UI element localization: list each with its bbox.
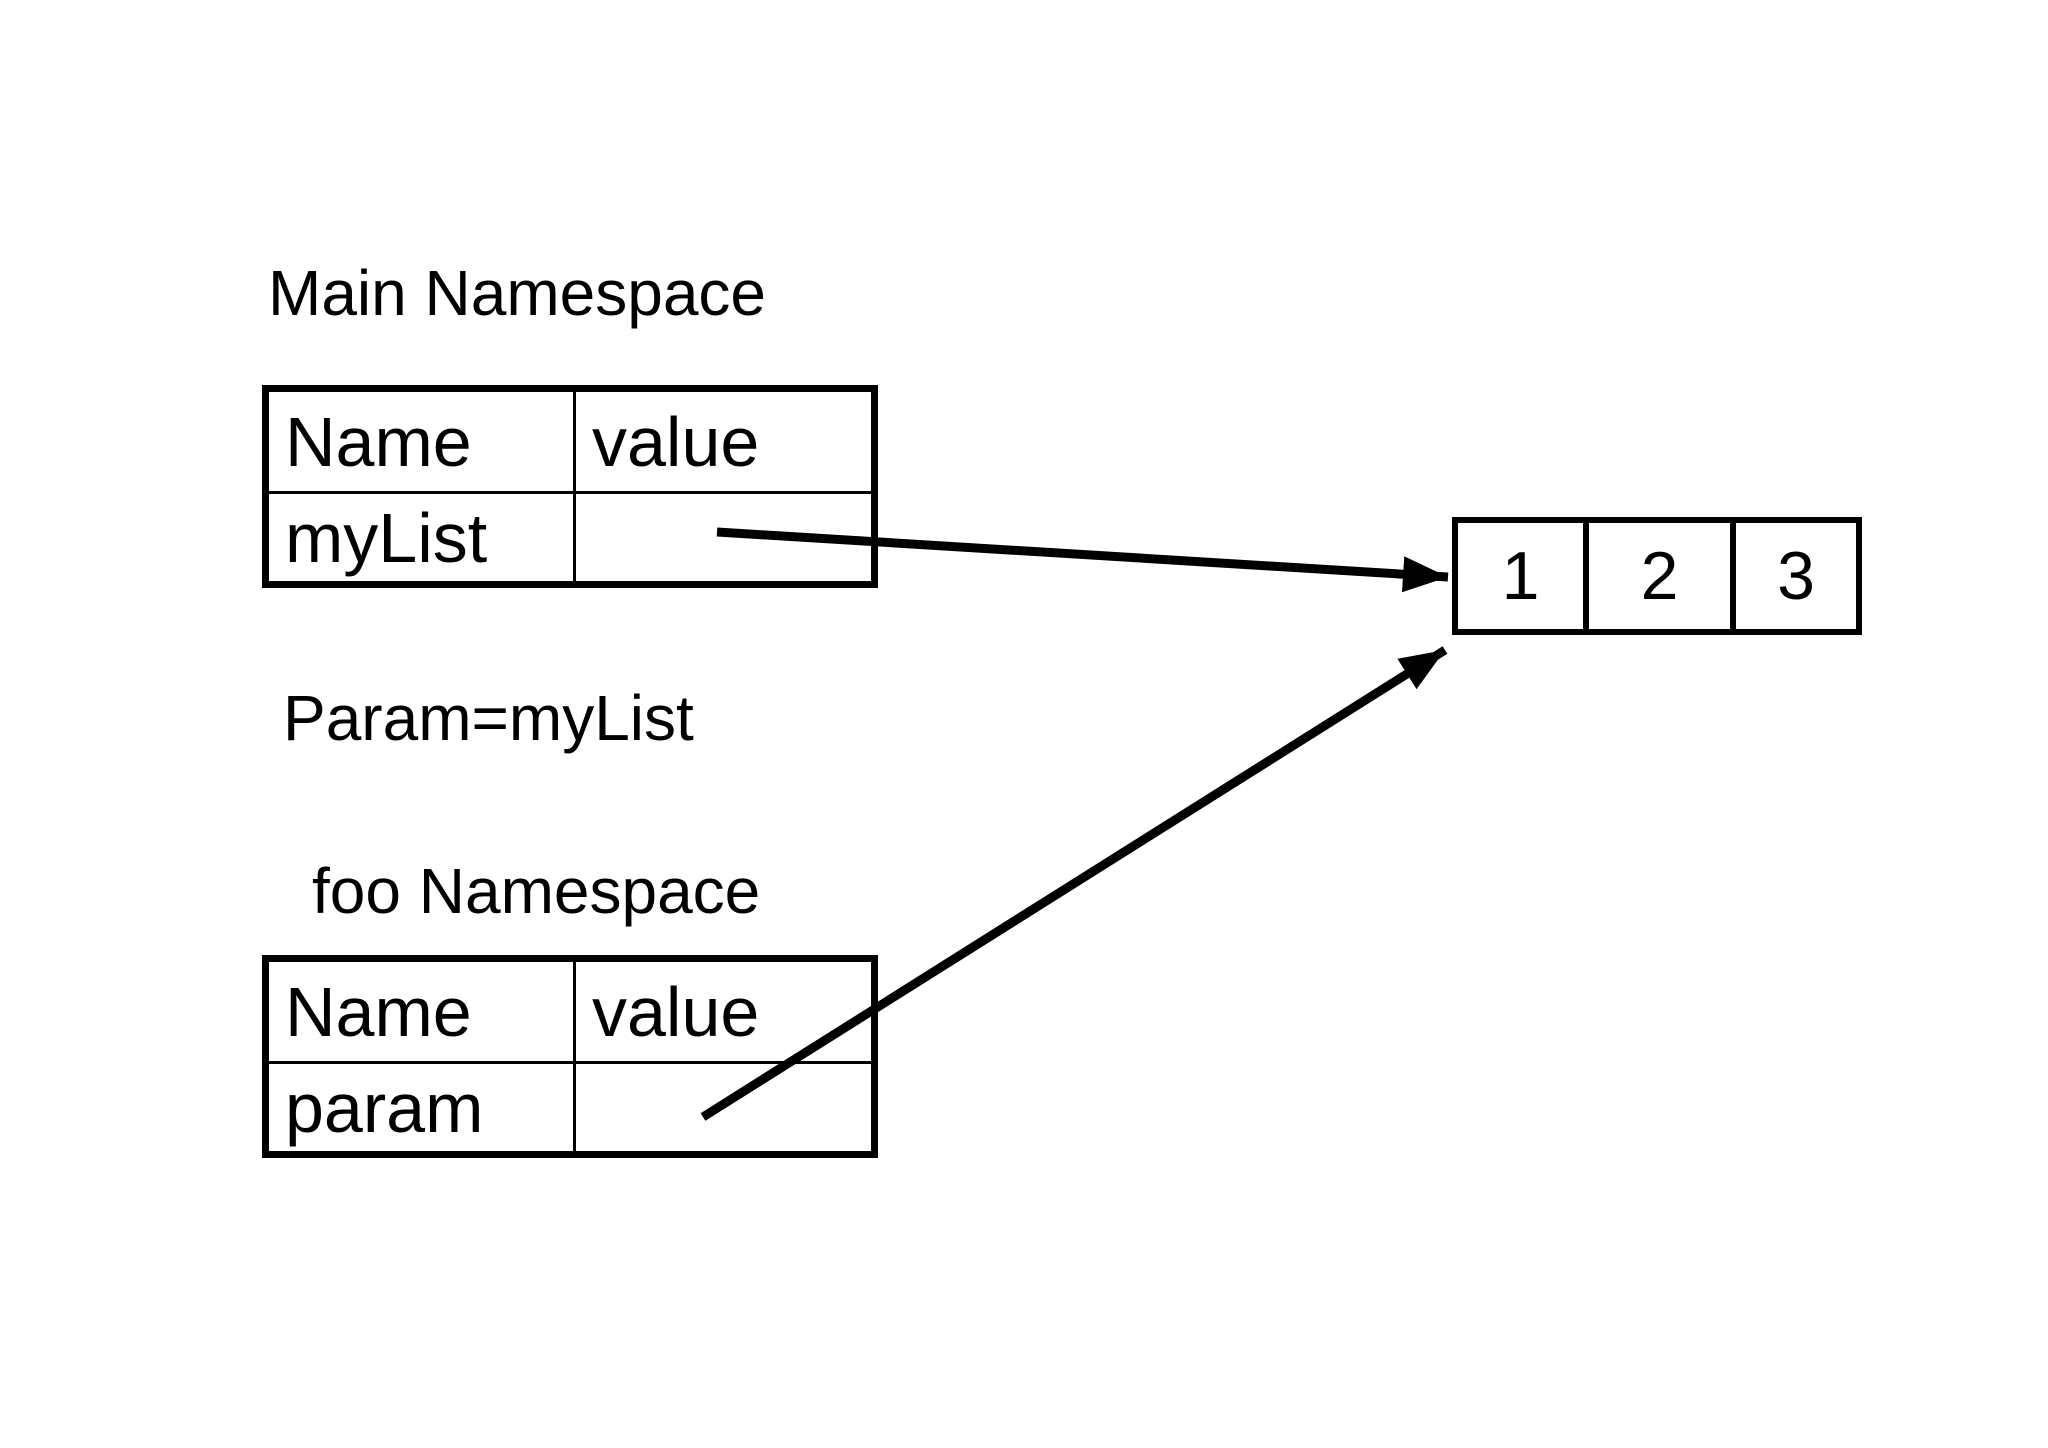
foo-table-header-value: value [576, 962, 871, 1064]
assignment-caption: Param=myList [283, 682, 694, 754]
main-table-header-name: Name [269, 392, 576, 494]
foo-table-row-param-value [576, 1064, 871, 1151]
main-table-row-mylist-value [576, 494, 871, 581]
foo-table-row-param-name: param [269, 1064, 576, 1151]
main-table-header-value: value [576, 392, 871, 494]
main-table-row-mylist-name: myList [269, 494, 576, 581]
list-item-1: 1 [1458, 523, 1589, 629]
foo-namespace-table: Name value param [262, 955, 878, 1158]
main-namespace-title: Main Namespace [268, 257, 766, 329]
list-object: 1 2 3 [1452, 517, 1862, 635]
list-item-2: 2 [1589, 523, 1736, 629]
foo-namespace-title: foo Namespace [312, 855, 761, 927]
foo-table-header-name: Name [269, 962, 576, 1064]
main-namespace-table: Name value myList [262, 385, 878, 588]
list-item-3: 3 [1777, 538, 1815, 614]
